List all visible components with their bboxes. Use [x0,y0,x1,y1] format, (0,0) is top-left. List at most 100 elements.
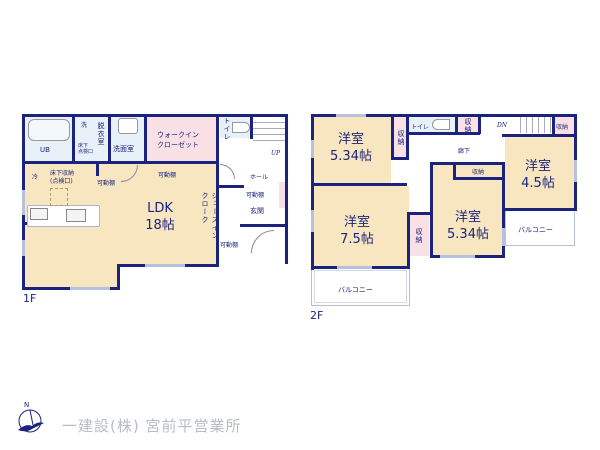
room-b-label: 洋室 4.5帖 [513,158,563,192]
walkin-closet-label: ウォークイン クローゼット [157,131,199,149]
movable-shelf-label: 可動棚 [220,242,239,249]
wall [552,114,555,136]
hall-label: ホール [250,174,269,181]
wall [144,114,147,162]
wall [430,162,433,258]
wall [391,114,394,160]
room-c-name: 洋室 [343,215,370,230]
movable-shelf-label: 可動棚 [97,180,116,187]
window [22,190,25,215]
dressing-room [74,116,109,161]
wall [216,114,219,162]
stairs-up-label: UP [271,150,281,157]
wall [453,177,503,180]
window [70,287,110,290]
floor-label-2f: 2F [310,309,324,322]
room-d-size: 5.34帖 [447,227,489,242]
company-name: 一建設(株) 宮前平営業所 [62,417,242,435]
room-d-name: 洋室 [454,210,481,225]
balcony-bottom-label: バルコニー [338,286,373,294]
wall [311,183,407,186]
corridor-label: 廊下 [458,148,471,155]
washroom-label: 洗面室 [113,145,134,153]
window [574,160,577,182]
window [311,140,314,158]
room-b-size: 4.5帖 [521,176,555,191]
wall [502,134,577,137]
toilet-icon [432,119,450,130]
wash-small-label: 洗 [81,122,88,129]
ldk-label: LDK 18帖 [135,200,185,234]
wall [406,132,480,135]
underfloor-storage-label: 床下収納 (点検口) [50,170,75,185]
wall [117,264,120,290]
underfloor-small-label: 床下 点検口 [78,143,94,155]
storage-a-label: 収納 [397,130,405,146]
room-c-label: 洋室 7.5帖 [332,214,382,248]
room-b [505,136,574,208]
toilet-2f-label: トイレ [411,124,430,131]
fridge-label: 冷 [32,174,39,181]
ldk-name: LDK [147,201,173,216]
ldk-room-lower-right [119,223,217,266]
storage-d-label: 収納 [472,169,485,176]
storage-b [457,116,479,133]
shoes-in-cloak-label: シューズイン クローク [201,192,219,240]
storage-e-label: 収納 [415,228,423,244]
wall [407,212,431,215]
storage-a [393,116,407,158]
ldk-size: 18帖 [145,218,175,233]
room-c [313,186,409,268]
compass: N [14,401,46,435]
room-b-name: 洋室 [524,159,551,174]
entrance-label: 玄関 [250,207,264,215]
wall [311,114,577,117]
wall [108,114,111,162]
wall [240,224,288,227]
toilet-1f-label: トイレ [223,117,231,141]
ldk-room-lower [24,223,119,288]
door-swing [220,164,235,179]
wall [406,114,409,160]
ub-label: UB [40,146,50,154]
window [337,266,372,269]
underfloor-storage-outline [50,188,68,206]
wall [22,114,288,117]
compass-north-letter: N [24,401,30,409]
door-swing [251,230,274,253]
movable-shelf-label: 可動棚 [246,192,265,199]
room-d-upper [432,164,454,178]
wall [391,157,408,160]
stove-icon [30,208,48,220]
storage-b-label: 収納 [464,118,472,134]
storage-c [554,116,574,134]
balcony-right-label: バルコニー [518,226,553,234]
stairs-2f [515,117,551,133]
wall [216,185,244,188]
hall-panel [279,182,287,208]
room-c-size: 7.5帖 [340,232,374,247]
storage-e [409,214,429,256]
washbasin-icon [118,118,138,134]
window [145,264,185,267]
wall [453,162,456,180]
wall [285,114,288,264]
floor-label-1f: 1F [23,292,37,305]
stairs-dn-label: DN [497,122,508,129]
bathtub-icon [28,119,70,141]
wall [72,114,75,162]
wall [96,164,99,176]
stairs-1f [253,117,285,145]
toilet-icon [232,122,250,133]
window [311,210,314,232]
wall [455,114,458,134]
room-d-label: 洋室 5.34帖 [440,209,496,243]
wall [478,114,481,134]
dressing-label: 脱衣室 [97,122,105,146]
wall [407,212,410,269]
walkin-closet [146,116,218,161]
sink-icon [66,209,86,222]
window [336,114,366,117]
window [22,240,25,256]
room-a [313,116,391,183]
